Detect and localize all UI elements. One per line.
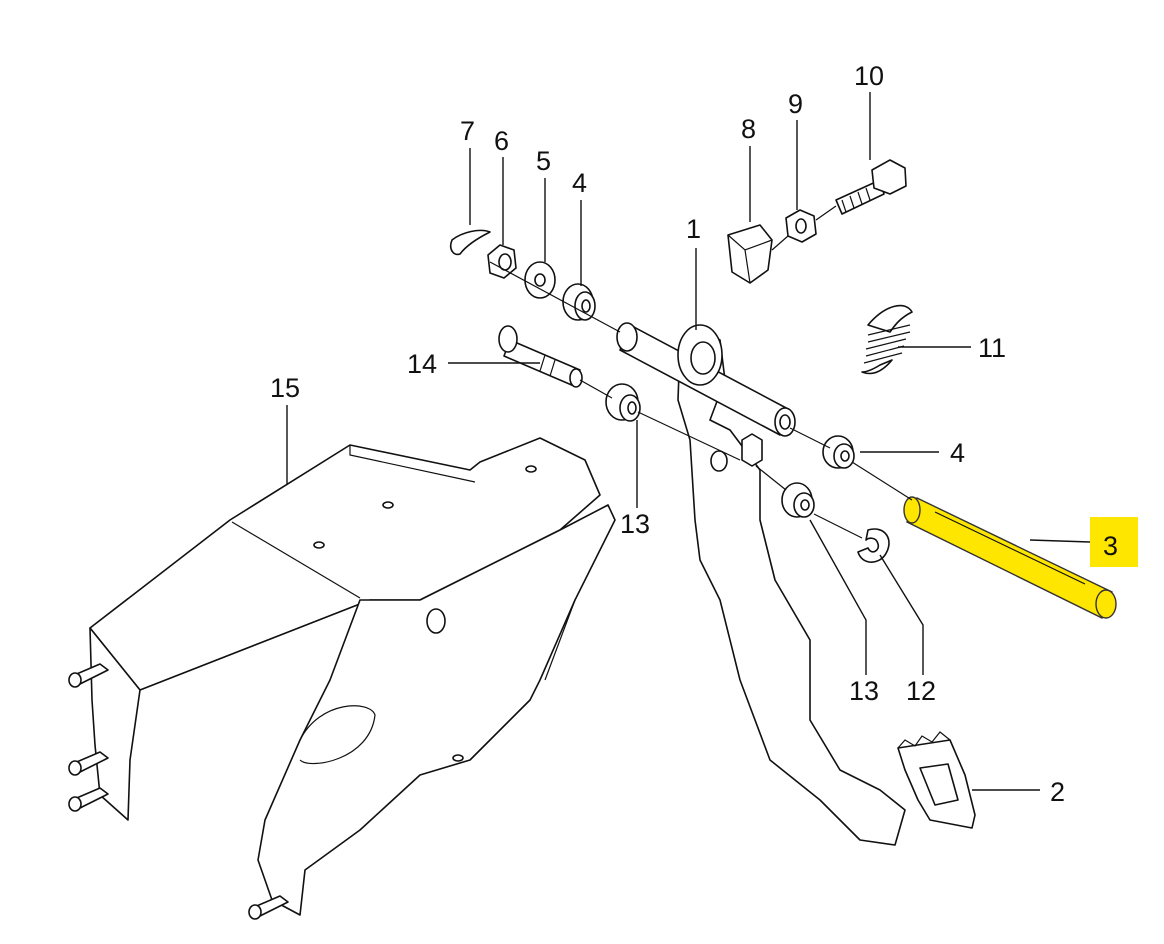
part-13-bushing-left	[605, 383, 641, 422]
part-12-retaining-clip	[857, 528, 890, 563]
callout-12: 12	[906, 676, 936, 706]
part-13-bushing-right	[781, 482, 815, 518]
callout-3: 3	[1103, 531, 1118, 561]
leader-lines	[286, 92, 1091, 791]
callout-15: 15	[270, 373, 300, 403]
callout-9: 9	[788, 89, 803, 119]
callout-14: 14	[407, 349, 437, 379]
part-4-bushing-lower	[822, 435, 855, 469]
part-9-nut	[785, 209, 817, 243]
callout-2: 2	[1050, 777, 1065, 807]
part-14-clevis-pin	[498, 325, 583, 388]
callout-6: 6	[494, 126, 509, 156]
highlight-box-3	[1090, 517, 1138, 567]
part-2-pedal-pad	[897, 731, 976, 829]
bracket-stud	[248, 895, 289, 920]
part-4-bushing-upper	[562, 283, 596, 321]
callout-13-right: 13	[849, 676, 879, 706]
callout-11: 11	[978, 333, 1006, 363]
part-8-stop-block	[727, 224, 773, 284]
part-15-bracket	[68, 437, 616, 920]
callout-13-left: 13	[620, 509, 650, 539]
callout-4-lower: 4	[950, 438, 965, 468]
callout-5: 5	[536, 146, 551, 176]
part-1-pedal-arm	[616, 322, 906, 846]
part-11-spring	[861, 304, 913, 375]
callout-1: 1	[686, 214, 701, 244]
part-6-nut	[487, 244, 517, 279]
bracket-stud	[68, 787, 109, 812]
callout-8: 8	[741, 114, 756, 144]
callout-7: 7	[460, 116, 475, 146]
callout-10: 10	[854, 61, 884, 91]
part-5-washer	[524, 261, 556, 299]
assembly-axis-upper	[489, 261, 913, 501]
part-7-cotter-pin	[449, 229, 491, 256]
callout-labels: 1 2 3 4 4 5 6 7 8 9 10 11 12 13 13 14 15	[270, 61, 1138, 807]
callout-4-upper: 4	[572, 168, 587, 198]
assembly-axis-lower	[579, 379, 863, 539]
part-10-bolt	[771, 159, 907, 251]
part-3-pivot-pin	[903, 496, 1117, 619]
bracket-stud	[68, 663, 109, 688]
bracket-stud	[68, 751, 109, 776]
